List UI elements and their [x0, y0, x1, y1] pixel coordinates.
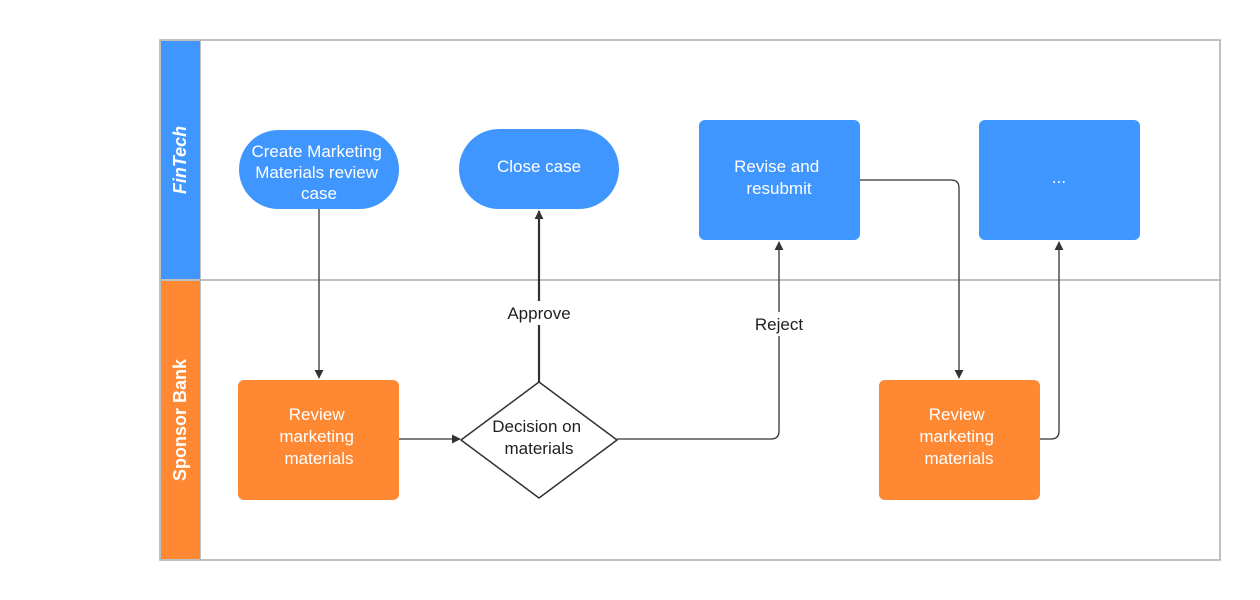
- revise-line-1: Revise and: [734, 157, 819, 176]
- diagram-frame: [159, 39, 1221, 561]
- node-close-case[interactable]: Close case: [459, 129, 619, 209]
- approve-label: Approve: [507, 304, 570, 323]
- review-2-line-1: Review: [929, 405, 985, 424]
- node-ellipsis[interactable]: ...: [979, 120, 1140, 240]
- node-review-1[interactable]: Review marketing materials: [238, 380, 399, 500]
- close-case-label: Close case: [497, 157, 581, 176]
- decision-line-2: materials: [505, 439, 574, 458]
- create-case-line-3: case: [301, 184, 337, 203]
- review-1-line-1: Review: [289, 405, 345, 424]
- node-review-2[interactable]: Review marketing materials: [879, 380, 1040, 500]
- svg-text:Create Marketing Materia: Create Marketing Materials review case: [251, 142, 386, 203]
- edge-review-to-next: [1040, 241, 1064, 440]
- review-1-line-3: materials: [285, 449, 354, 468]
- fintech-lane-label: FinTech: [170, 126, 190, 194]
- edge-revise-to-review: [860, 179, 964, 379]
- node-revise-resubmit[interactable]: Revise and resubmit: [699, 120, 860, 240]
- review-1-line-2: marketing: [279, 427, 354, 446]
- svg-text:Decision on materials: Decision on materials: [492, 417, 586, 458]
- revise-line-2: resubmit: [746, 179, 811, 198]
- node-decision[interactable]: Decision on materials: [460, 381, 618, 499]
- reject-label-bg: [750, 312, 808, 336]
- svg-text:Close case: Close case: [497, 157, 581, 176]
- sponsor-bank-lane-label: Sponsor Bank: [170, 358, 190, 481]
- reject-label: Reject: [755, 315, 803, 334]
- review-2-line-3: materials: [925, 449, 994, 468]
- ellipsis-label: ...: [1052, 168, 1066, 187]
- svg-text:Revise and resubmit: Revise and resubmit: [734, 157, 824, 198]
- svg-text:...: ...: [1052, 168, 1066, 187]
- decision-line-1: Decision on: [492, 417, 581, 436]
- create-case-line-2: Materials review: [255, 163, 379, 182]
- review-2-line-2: marketing: [919, 427, 994, 446]
- node-create-case[interactable]: Create Marketing Materials review case: [239, 130, 399, 209]
- fintech-lane-header: [161, 41, 200, 279]
- svg-text:Review marketing m: Review marketing materials: [919, 405, 998, 468]
- sponsor-bank-lane-header: [161, 281, 200, 559]
- approve-label-bg: [503, 301, 575, 325]
- create-case-line-1: Create Marketing: [251, 142, 381, 161]
- edge-reject: [617, 241, 784, 440]
- svg-text:Review marketing m: Review marketing materials: [279, 405, 358, 468]
